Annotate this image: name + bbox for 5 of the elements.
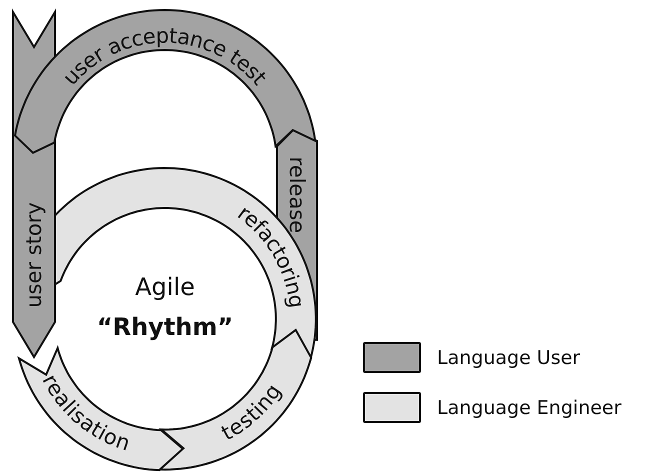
center-subtitle: “Rhythm” (96, 312, 234, 342)
legend-label: Language User (437, 346, 580, 368)
legend-label: Language Engineer (437, 396, 622, 418)
segment-label: user story (22, 202, 46, 308)
center-title: Agile (135, 272, 195, 302)
